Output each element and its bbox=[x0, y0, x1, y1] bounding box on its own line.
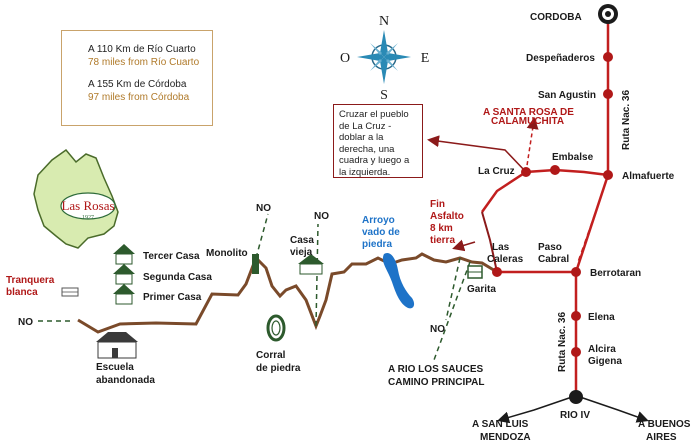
la-cruz-caleras-road bbox=[481, 211, 498, 273]
las-rosas-logo bbox=[60, 192, 116, 220]
trail-rio-sauces bbox=[433, 261, 471, 361]
label-buenos-aires-1: A BUENOS bbox=[638, 419, 691, 430]
label-las-caleras-1: Las bbox=[492, 242, 510, 253]
label-escuela-2: abandonada bbox=[96, 375, 155, 386]
directions-note: Cruzar el pueblo de La Cruz - doblar a l… bbox=[333, 104, 423, 178]
trail-no-2 bbox=[315, 223, 319, 327]
distance-cordoba-km: A 155 Km de Córdoba bbox=[88, 79, 187, 90]
trail-no-3 bbox=[445, 257, 461, 321]
las-rosas-year: 1927 bbox=[82, 215, 94, 221]
label-arroyo-2: vado de bbox=[362, 227, 400, 238]
label-no-left: NO bbox=[18, 317, 33, 328]
alcira-gigena-dot bbox=[571, 347, 581, 357]
trail-no-1 bbox=[255, 213, 269, 259]
label-buenos-aires-2: AIRES bbox=[646, 432, 677, 443]
label-fin-asfalto-2: Asfalto bbox=[430, 211, 464, 222]
label-alcira-1: Alcira bbox=[588, 344, 616, 355]
compass-west: O bbox=[340, 51, 350, 66]
compass-south: S bbox=[380, 88, 388, 103]
label-paso-cabral-1: Paso bbox=[538, 242, 562, 253]
label-arroyo-1: Arroyo bbox=[362, 215, 395, 226]
distance-info-box: A 110 Km de Río Cuarto 78 miles from Río… bbox=[61, 30, 213, 126]
rio-iv-buenos-aires-road bbox=[579, 396, 649, 423]
label-segunda-casa: Segunda Casa bbox=[143, 272, 212, 283]
cordoba-city-icon bbox=[598, 4, 618, 24]
label-no-3: NO bbox=[430, 324, 445, 335]
segunda-casa-icon bbox=[113, 264, 135, 285]
label-santa-rosa-2: CALAMUCHITA bbox=[491, 116, 564, 127]
embalse-dot bbox=[550, 165, 560, 175]
label-tranquera-2: blanca bbox=[6, 287, 38, 298]
label-santa-rosa-1: A SANTA ROSA DE bbox=[483, 107, 574, 118]
label-despenaderos: Despeñaderos bbox=[526, 53, 595, 64]
label-berrotaran: Berrotaran bbox=[590, 268, 641, 279]
label-fin-asfalto-4: tierra bbox=[430, 235, 455, 246]
la-cruz-dot bbox=[521, 167, 531, 177]
elena-dot bbox=[571, 311, 581, 321]
label-garita: Garita bbox=[467, 284, 496, 295]
embalse-almafuerte-road bbox=[480, 168, 609, 213]
arroyo-river bbox=[382, 252, 415, 309]
label-primer-casa: Primer Casa bbox=[143, 292, 202, 303]
label-corral-2: de piedra bbox=[256, 363, 301, 374]
garita-icon bbox=[467, 265, 483, 279]
label-la-cruz: La Cruz bbox=[478, 166, 515, 177]
label-elena: Elena bbox=[588, 312, 615, 323]
label-casa-vieja-2: vieja bbox=[290, 247, 313, 258]
tercer-casa-icon bbox=[113, 244, 135, 265]
fin-asfalto-pointer-arrow bbox=[452, 239, 476, 252]
almafuerte-berrotaran-dashed-road bbox=[577, 187, 605, 263]
rio-iv-san-luis-road bbox=[497, 396, 573, 424]
label-embalse: Embalse bbox=[552, 152, 594, 163]
distance-rio-cuarto-miles: 78 miles from Río Cuarto bbox=[88, 57, 200, 68]
primer-casa-icon bbox=[113, 284, 135, 305]
label-corral-1: Corral bbox=[256, 350, 286, 361]
monolito-icon bbox=[252, 254, 259, 274]
label-escuela-1: Escuela bbox=[96, 362, 134, 373]
compass-rose-icon bbox=[357, 30, 411, 84]
label-almafuerte: Almafuerte bbox=[622, 171, 675, 182]
almafuerte-dot bbox=[603, 170, 613, 180]
san-agustin-dot bbox=[603, 89, 613, 99]
label-rio-iv: RIO IV bbox=[560, 410, 590, 421]
label-no-2: NO bbox=[314, 211, 329, 222]
las-caleras-dot bbox=[492, 267, 502, 277]
label-monolito: Monolito bbox=[206, 248, 248, 259]
compass-east: E bbox=[421, 51, 430, 66]
label-las-caleras-2: Caleras bbox=[487, 254, 524, 265]
despenaderos-dot bbox=[603, 52, 613, 62]
distance-rio-cuarto-km: A 110 Km de Río Cuarto bbox=[88, 44, 196, 55]
label-san-luis-1: A SAN LUIS bbox=[472, 419, 529, 430]
las-rosas-name: Las Rosas bbox=[61, 198, 114, 213]
label-casa-vieja-1: Casa bbox=[290, 235, 314, 246]
rio-iv-city-icon bbox=[569, 390, 583, 404]
label-fin-asfalto-3: 8 km bbox=[430, 223, 453, 234]
label-rio-sauces-2: CAMINO PRINCIPAL bbox=[388, 377, 484, 388]
santa-rosa-road bbox=[525, 117, 539, 173]
label-rio-sauces-1: A RIO LOS SAUCES bbox=[388, 364, 484, 375]
label-fin-asfalto-1: Fin bbox=[430, 199, 445, 210]
label-paso-cabral-2: Cabral bbox=[538, 254, 569, 265]
label-ruta-36-north: Ruta Nac. 36 bbox=[621, 90, 632, 150]
label-arroyo-3: piedra bbox=[362, 239, 392, 250]
label-no-1: NO bbox=[256, 203, 271, 214]
compass-north: N bbox=[379, 14, 389, 29]
label-alcira-2: Gigena bbox=[588, 356, 622, 367]
corral-icon bbox=[266, 314, 286, 342]
escuela-icon bbox=[96, 332, 138, 359]
casa-vieja-icon bbox=[298, 254, 324, 275]
note-pointer-arrow bbox=[427, 135, 527, 173]
label-cordoba: CORDOBA bbox=[530, 12, 582, 23]
label-san-agustin: San Agustin bbox=[538, 90, 596, 101]
distance-cordoba-miles: 97 miles from Córdoba bbox=[88, 92, 190, 103]
label-ruta-36-south: Ruta Nac. 36 bbox=[557, 312, 568, 372]
label-san-luis-2: MENDOZA bbox=[480, 432, 531, 443]
label-tranquera-1: Tranquera bbox=[6, 275, 55, 286]
main-dirt-route bbox=[77, 252, 498, 334]
berrotaran-dot bbox=[571, 267, 581, 277]
label-tercer-casa: Tercer Casa bbox=[143, 251, 200, 262]
